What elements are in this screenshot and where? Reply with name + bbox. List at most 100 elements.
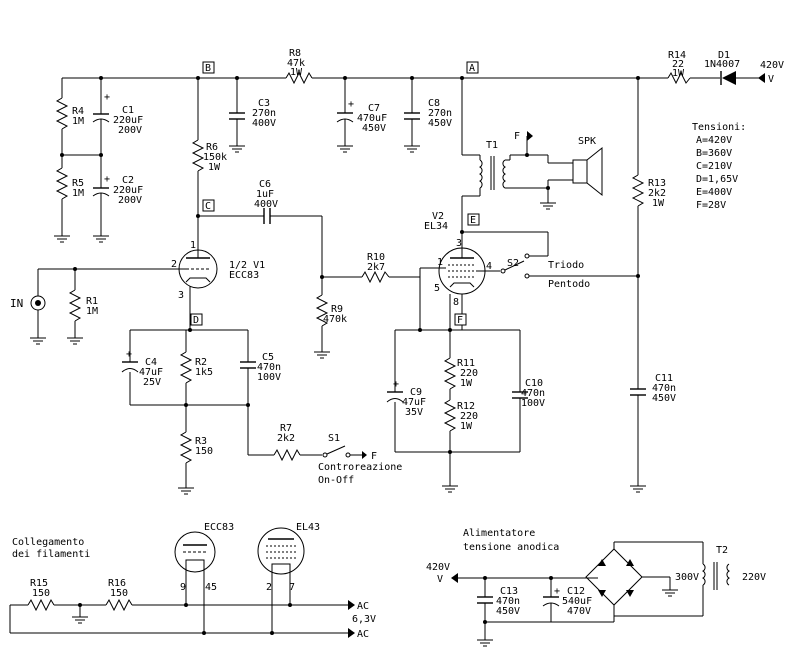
svg-text:C: C: [205, 201, 211, 212]
capacitor-c4: + C4 47uF 25V: [121, 349, 163, 388]
svg-text:C2: C2: [122, 175, 134, 186]
svg-text:C8: C8: [428, 98, 440, 109]
svg-text:F: F: [514, 131, 520, 142]
b-plus-rail: [62, 76, 765, 80]
svg-text:R16: R16: [108, 578, 126, 589]
svg-text:R3: R3: [195, 436, 207, 447]
capacitor-c5: C5 470n 100V: [240, 352, 281, 383]
svg-text:C3: C3: [258, 98, 270, 109]
svg-text:420V: 420V: [760, 60, 784, 71]
svg-text:100V: 100V: [521, 398, 545, 409]
svg-text:47uF: 47uF: [402, 397, 426, 408]
svg-text:270n: 270n: [428, 108, 452, 119]
svg-text:1uF: 1uF: [256, 189, 274, 200]
svg-text:V: V: [768, 74, 774, 85]
svg-text:Collegamento: Collegamento: [12, 537, 84, 548]
svg-text:C9: C9: [410, 387, 422, 398]
svg-text:+: +: [104, 174, 110, 185]
svg-text:R12: R12: [457, 401, 475, 412]
resistor-r13: R13 2k2 1W: [631, 78, 666, 389]
svg-text:5: 5: [434, 283, 440, 294]
svg-text:22: 22: [672, 59, 684, 70]
svg-text:540uF: 540uF: [562, 596, 592, 607]
switch-s1: S1 F Controreazione On-Off: [318, 433, 402, 486]
svg-text:SPK: SPK: [578, 136, 596, 147]
svg-text:C=210V: C=210V: [696, 161, 732, 172]
svg-text:1: 1: [437, 257, 443, 268]
svg-text:9: 9: [180, 582, 186, 593]
svg-text:tensione anodica: tensione anodica: [463, 542, 559, 553]
capacitor-c1: + C1 220uF 200V: [92, 78, 143, 155]
power-supply-section: Alimentatore tensione anodica 420V V C13…: [426, 528, 615, 647]
filament-section: Collegamento dei filamenti R15 150 R16 1…: [9, 537, 376, 640]
svg-text:R7: R7: [280, 423, 292, 434]
svg-text:400V: 400V: [254, 199, 278, 210]
resistor-r8: R8 47k 1W: [285, 48, 313, 85]
capacitor-c9: + C9 47uF 35V: [386, 379, 426, 418]
node-e-label: E: [467, 213, 480, 226]
resistor-r14: R14 22 1W: [667, 50, 691, 85]
svg-text:AC: AC: [357, 629, 369, 640]
svg-text:Tensioni:: Tensioni:: [692, 122, 746, 133]
svg-text:8: 8: [453, 297, 459, 308]
svg-text:ECC83: ECC83: [229, 270, 259, 281]
voltage-table: Tensioni: A=420V B=360V C=210V D=1,65V E…: [692, 122, 746, 211]
node-d-label: D: [190, 313, 203, 326]
input-network: R1 1M: [37, 267, 182, 345]
svg-text:F: F: [371, 451, 377, 462]
svg-text:150: 150: [32, 588, 50, 599]
svg-text:C7: C7: [368, 103, 380, 114]
svg-text:+: +: [393, 379, 399, 390]
svg-text:1M: 1M: [86, 306, 98, 317]
svg-text:470k: 470k: [323, 314, 347, 325]
svg-text:R14: R14: [668, 50, 686, 61]
svg-text:IN: IN: [10, 297, 23, 310]
svg-text:2: 2: [266, 582, 272, 593]
svg-text:470n: 470n: [521, 388, 545, 399]
svg-text:T1: T1: [486, 140, 498, 151]
diode-d1: D1 1N4007: [704, 50, 740, 85]
transformer-t1: F T1: [461, 78, 548, 230]
svg-text:470n: 470n: [496, 596, 520, 607]
resistor-r10: R10 2k7: [322, 252, 446, 284]
svg-text:220uF: 220uF: [113, 185, 143, 196]
svg-text:R11: R11: [457, 358, 475, 369]
svg-text:EL34: EL34: [424, 221, 448, 232]
svg-text:S1: S1: [328, 433, 340, 444]
cathode-network-v2: [394, 268, 521, 493]
svg-text:470uF: 470uF: [357, 113, 387, 124]
svg-text:Controreazione: Controreazione: [318, 462, 402, 473]
svg-text:45: 45: [205, 582, 217, 593]
svg-text:D=1,65V: D=1,65V: [696, 174, 738, 185]
svg-text:2k7: 2k7: [367, 262, 385, 273]
svg-text:47k: 47k: [287, 58, 305, 69]
svg-text:200V: 200V: [118, 195, 142, 206]
svg-text:450V: 450V: [362, 123, 386, 134]
svg-text:1W: 1W: [460, 378, 473, 389]
svg-text:450V: 450V: [428, 118, 452, 129]
svg-text:D: D: [193, 315, 199, 326]
svg-text:+: +: [126, 349, 132, 360]
svg-text:420V: 420V: [426, 562, 450, 573]
svg-text:C13: C13: [500, 586, 518, 597]
svg-text:C6: C6: [259, 179, 271, 190]
svg-text:R9: R9: [331, 304, 343, 315]
node-b-label: B: [202, 61, 215, 74]
svg-text:B: B: [205, 63, 211, 74]
svg-text:270n: 270n: [252, 108, 276, 119]
divider-r4-r5: R4 1M R5 1M: [53, 78, 103, 243]
svg-text:+: +: [104, 92, 110, 103]
svg-text:B=360V: B=360V: [696, 148, 732, 159]
svg-text:R6: R6: [206, 142, 218, 153]
bridge-rectifier: 300V: [585, 541, 703, 617]
svg-text:470n: 470n: [652, 383, 676, 394]
switch-s2: S2 Triodo Pentodo: [460, 230, 640, 290]
svg-text:47uF: 47uF: [139, 367, 163, 378]
svg-text:C11: C11: [655, 373, 673, 384]
svg-text:E=400V: E=400V: [696, 187, 732, 198]
capacitor-c10: C10 470n 100V: [512, 378, 545, 409]
svg-text:470n: 470n: [257, 362, 281, 373]
svg-text:150: 150: [195, 446, 213, 457]
tube-v2: 3 1 4 5 8 V2 EL34: [424, 211, 500, 330]
